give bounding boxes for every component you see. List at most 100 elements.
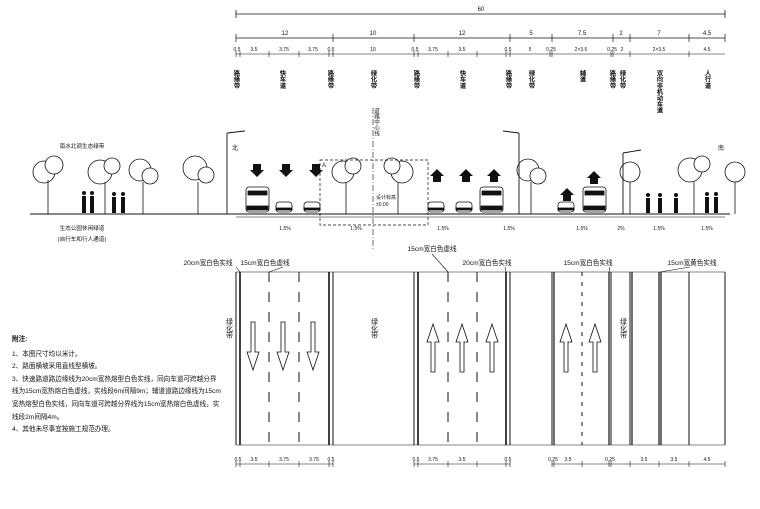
dim-detail-3: 3.75 bbox=[279, 47, 289, 53]
detail-box-a bbox=[319, 159, 429, 226]
dim-detail-5: 0.5 bbox=[328, 47, 335, 53]
dim-detail-14: 0.25 bbox=[607, 47, 617, 53]
bottom-dim-2: 3.5 bbox=[251, 457, 258, 463]
green-left-label-3: (自行车和行人通道) bbox=[58, 235, 107, 243]
dim-group-4: 5 bbox=[529, 31, 533, 37]
lane-label-5: 路缘带 bbox=[413, 69, 420, 89]
lane-label-6: 快车道 bbox=[459, 69, 466, 89]
plan-labels: 20cm宽白色实线 15cm宽白色虚线 15cm宽白色虚线 20cm宽白色实线 … bbox=[183, 244, 716, 267]
arrow-up-icon bbox=[587, 171, 601, 184]
tree-icon bbox=[619, 161, 641, 214]
person-icon bbox=[705, 192, 709, 213]
arrow-up-icon bbox=[485, 322, 499, 373]
arrow-up-icon bbox=[487, 169, 501, 182]
dim-detail-13: 2×3.5 bbox=[575, 47, 588, 53]
detail-box-a-label: A bbox=[322, 163, 326, 169]
lane-label-4: 绿化带 bbox=[370, 69, 377, 89]
marking-label-6: 15cm宽黄色实线 bbox=[667, 258, 716, 267]
car-icon bbox=[427, 201, 445, 213]
bottom-dim-7: 3.75 bbox=[428, 457, 438, 463]
dim-group-1: 12 bbox=[282, 31, 289, 37]
label-leaders bbox=[235, 253, 691, 273]
dim-group-2: 10 bbox=[370, 31, 377, 37]
slope-label: 1.5% bbox=[701, 226, 713, 232]
tree-icon bbox=[516, 158, 547, 214]
marking-label-5: 15cm宽白色实线 bbox=[563, 258, 612, 267]
arrow-up-icon bbox=[560, 188, 574, 201]
street-lamp-icon bbox=[502, 130, 520, 214]
plan-view bbox=[235, 271, 726, 446]
green-belt-label-left: 绿化带 bbox=[225, 317, 233, 340]
design-elevation-label: 设计标高 bbox=[376, 194, 396, 201]
dim-detail-12: 0.25 bbox=[546, 47, 556, 53]
plan-green-labels: 绿化带 绿化带 绿化带 bbox=[225, 317, 627, 340]
north-label: 北 bbox=[232, 144, 238, 152]
dim-detail-1: 0.5 bbox=[234, 47, 241, 53]
lane-label-8: 绿化带 bbox=[528, 69, 535, 89]
bottom-dim-15: 4.5 bbox=[704, 457, 711, 463]
slope-label: 1.5% bbox=[653, 226, 665, 232]
south-label: 南 bbox=[718, 144, 724, 152]
dim-group-7: 7 bbox=[657, 31, 661, 37]
tree-icon bbox=[383, 157, 414, 214]
person-icon bbox=[90, 191, 94, 213]
street-lamp-icon bbox=[622, 149, 642, 214]
bottom-dim-6: 0.5 bbox=[413, 457, 420, 463]
dim-detail-4: 3.75 bbox=[308, 47, 318, 53]
arrow-up-icon bbox=[455, 322, 469, 373]
slope-label: 1.5% bbox=[279, 226, 291, 232]
green-belt-label-middle: 绿化带 bbox=[370, 317, 378, 340]
car-icon bbox=[455, 201, 473, 213]
lane-label-13: 人行道 bbox=[704, 69, 712, 89]
arrow-down-icon bbox=[250, 164, 264, 177]
person-icon bbox=[674, 193, 678, 213]
bus-icon bbox=[479, 186, 504, 213]
bus-icon bbox=[582, 186, 607, 213]
cross-section: 南水北调生态绿带 生态公园休闲绿道 (自行车和行人通道) 北 南 bbox=[30, 107, 746, 250]
dim-detail-15: 2 bbox=[621, 47, 624, 53]
arrow-down-icon bbox=[276, 321, 290, 372]
person-icon bbox=[121, 192, 125, 213]
slope-label: 1.5% bbox=[503, 226, 515, 232]
dim-group-3: 12 bbox=[459, 31, 466, 37]
tree-icon bbox=[724, 161, 746, 214]
bottom-dim-4: 3.75 bbox=[309, 457, 319, 463]
bottom-dim-10: 0.25 bbox=[548, 457, 558, 463]
dim-detail-11: 5 bbox=[529, 47, 532, 53]
bottom-dim-14: 3.5 bbox=[671, 457, 678, 463]
person-icon bbox=[112, 192, 116, 213]
bottom-dim-12: 0.25 bbox=[605, 457, 615, 463]
lane-label-11: 绿化带 bbox=[619, 69, 626, 89]
notes-panel: 附注: 1、本图尺寸均以米计。 2、路面横坡采用直线型横坡。 3、快速路道路边缘… bbox=[12, 334, 222, 437]
car-icon bbox=[303, 201, 321, 213]
vehicle-icons bbox=[245, 186, 607, 213]
dim-group-6: 2 bbox=[619, 31, 623, 37]
arrow-down-icon bbox=[309, 164, 323, 177]
arrow-up-icon bbox=[430, 169, 444, 182]
person-icon bbox=[714, 192, 718, 213]
dim-detail-6: 10 bbox=[370, 47, 376, 53]
lane-label-10: 路缘带 bbox=[609, 69, 616, 89]
dim-detail-2: 3.5 bbox=[251, 47, 258, 53]
lane-label-1: 路缘带 bbox=[233, 69, 240, 89]
dimension-total: 60 bbox=[235, 7, 726, 18]
car-icon bbox=[557, 201, 575, 213]
person-icon bbox=[82, 191, 86, 213]
bottom-dim-5: 0.5 bbox=[328, 457, 335, 463]
bottom-dim-9: 0.5 bbox=[505, 457, 512, 463]
lane-label-7: 路缘带 bbox=[505, 69, 512, 89]
slope-label: 1.5% bbox=[576, 226, 588, 232]
arrow-down-icon bbox=[246, 321, 260, 372]
lane-label-9: 辅道 bbox=[579, 69, 586, 83]
green-left-label-2: 生态公园休闲绿道 bbox=[60, 224, 105, 232]
bottom-dim-8: 3.5 bbox=[459, 457, 466, 463]
bottom-dim-11: 3.5 bbox=[565, 457, 572, 463]
tree-icon bbox=[677, 155, 711, 214]
green-belt-label-right: 绿化带 bbox=[619, 317, 627, 340]
bus-icon bbox=[245, 186, 270, 213]
car-icon bbox=[275, 201, 293, 213]
dim-detail-10: 0.5 bbox=[505, 47, 512, 53]
direction-arrows bbox=[250, 164, 601, 201]
street-lamp-icons bbox=[226, 130, 642, 214]
